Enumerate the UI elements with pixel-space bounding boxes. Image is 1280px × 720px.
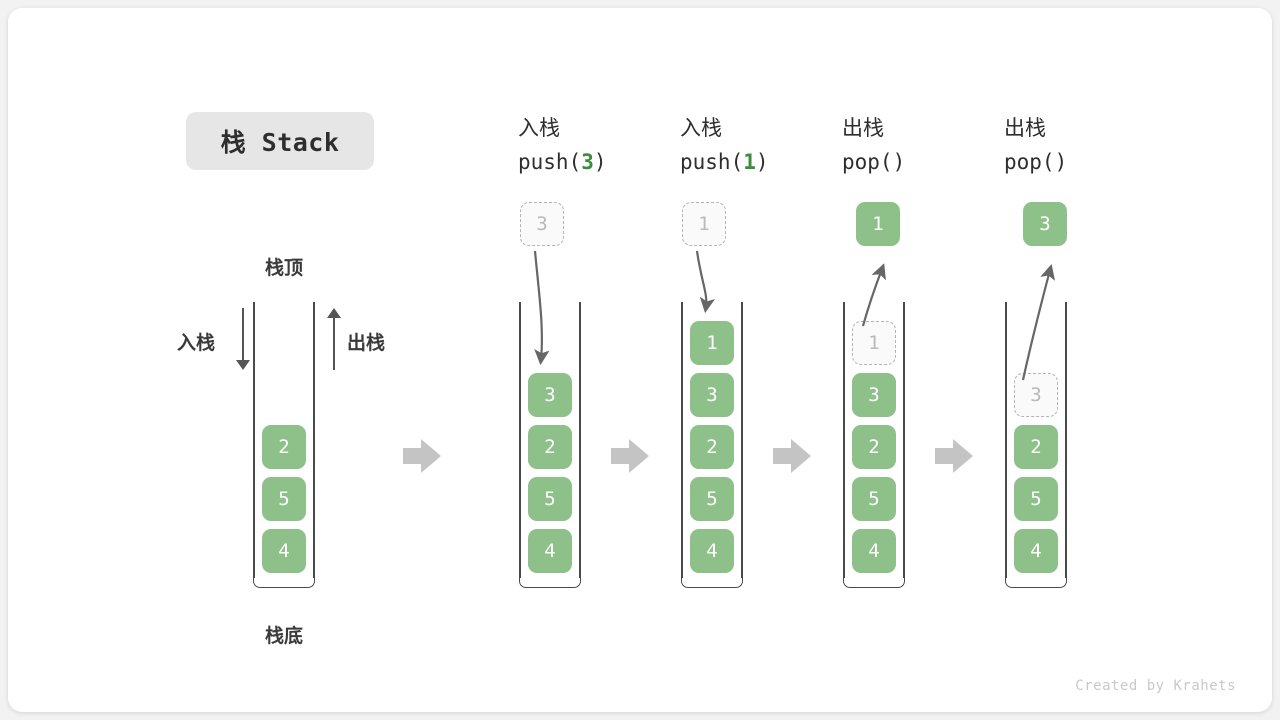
stack-cell: 4 <box>1014 529 1058 573</box>
stack-container-step-2 <box>681 302 743 588</box>
stack-cell: 5 <box>690 477 734 521</box>
stack-cell: 4 <box>852 529 896 573</box>
stack-cell: 5 <box>852 477 896 521</box>
stack-cell: 2 <box>852 425 896 469</box>
stack-cell: 3 <box>690 373 734 417</box>
stack-cell: 2 <box>690 425 734 469</box>
right-block-arrow-icon <box>935 439 973 473</box>
step-op-cn-2: 入栈 <box>680 116 722 140</box>
stack-cell: 4 <box>690 529 734 573</box>
credit-watermark: Created by Krahets <box>1075 678 1236 694</box>
step-op-cn-1: 入栈 <box>518 116 560 140</box>
stack-wall-right <box>1065 302 1067 578</box>
stack-cell: 2 <box>1014 425 1058 469</box>
right-block-arrow-icon <box>611 439 649 473</box>
stack-wall-left <box>681 302 683 578</box>
stack-bottom-label: 栈底 <box>265 625 304 647</box>
stack-cell: 2 <box>262 425 306 469</box>
stack-base <box>1005 574 1067 588</box>
stack-cell: 5 <box>1014 477 1058 521</box>
floating-cell-2: 1 <box>682 202 726 246</box>
stack-base <box>843 574 905 588</box>
page-title: 栈 Stack <box>186 112 374 170</box>
stack-container-step-1 <box>519 302 581 588</box>
right-block-arrow-icon <box>403 439 441 473</box>
push-motion-arrow-2 <box>695 250 716 314</box>
stack-cell: 4 <box>262 529 306 573</box>
stack-base <box>681 574 743 588</box>
stack-container-initial <box>253 302 315 588</box>
stack-wall-right <box>903 302 905 578</box>
stack-wall-left <box>843 302 845 578</box>
stack-cell: 5 <box>262 477 306 521</box>
stack-base <box>253 574 315 588</box>
stack-wall-right <box>313 302 315 578</box>
step-op-cn-4: 出栈 <box>1004 116 1046 140</box>
stack-wall-left <box>1005 302 1007 578</box>
stack-cell: 2 <box>528 425 572 469</box>
step-header-3: 出栈 pop() <box>842 111 992 179</box>
stack-cell: 5 <box>528 477 572 521</box>
right-block-arrow-icon <box>773 439 811 473</box>
step-op-code-3: pop() <box>842 150 906 174</box>
stack-cell-ghost: 3 <box>1014 373 1058 417</box>
pop-direction-arrow-icon <box>327 308 341 370</box>
floating-cell-3: 1 <box>856 202 900 246</box>
diagram-card: 栈 Stack 栈顶 栈底 入栈 出栈 2 5 4 <box>8 8 1272 712</box>
diagram-stage: 栈 Stack 栈顶 栈底 入栈 出栈 2 5 4 <box>8 8 1272 712</box>
step-header-4: 出栈 pop() <box>1004 111 1154 179</box>
push-direction-arrow-icon <box>236 308 250 370</box>
pop-direction-label: 出栈 <box>347 332 386 354</box>
stack-wall-left <box>519 302 521 578</box>
step-header-1: 入栈 push(3) <box>518 111 668 179</box>
stack-wall-right <box>579 302 581 578</box>
stack-cell: 3 <box>528 373 572 417</box>
stack-top-label: 栈顶 <box>265 257 304 279</box>
step-op-code-2: push(1) <box>680 150 769 174</box>
push-direction-label: 入栈 <box>177 332 216 354</box>
stack-wall-right <box>741 302 743 578</box>
step-op-code-1: push(3) <box>518 150 607 174</box>
step-header-2: 入栈 push(1) <box>680 111 830 179</box>
stack-cell-ghost: 1 <box>852 321 896 365</box>
stack-base <box>519 574 581 588</box>
stack-wall-left <box>253 302 255 578</box>
step-op-code-4: pop() <box>1004 150 1068 174</box>
stack-cell: 3 <box>852 373 896 417</box>
stack-cell: 4 <box>528 529 572 573</box>
floating-cell-4: 3 <box>1023 202 1067 246</box>
floating-cell-1: 3 <box>520 202 564 246</box>
stack-container-step-3 <box>843 302 905 588</box>
stack-cell: 1 <box>690 321 734 365</box>
stack-container-step-4 <box>1005 302 1067 588</box>
step-op-cn-3: 出栈 <box>842 116 884 140</box>
